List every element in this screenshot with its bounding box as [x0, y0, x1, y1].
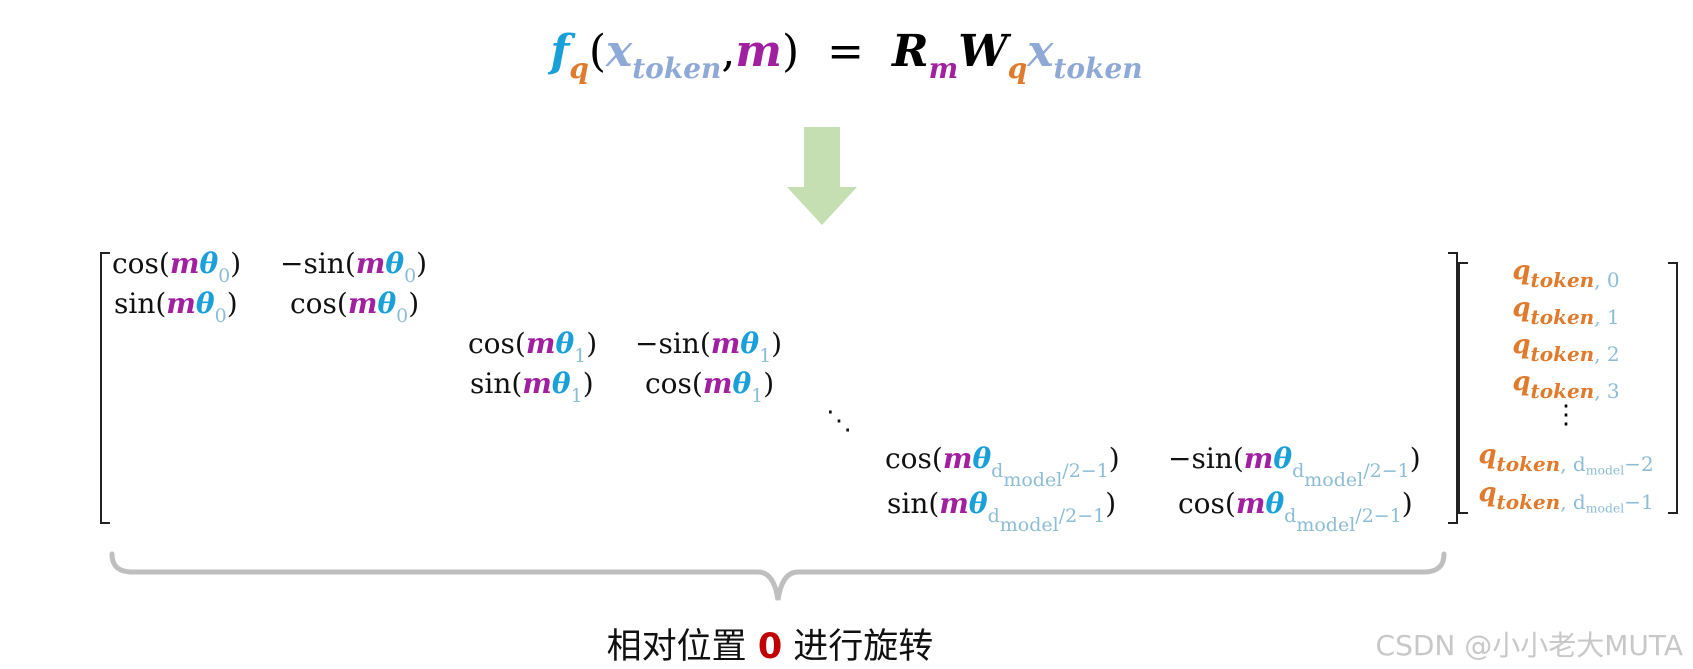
matrix-diagonal-dots: ⋱: [826, 406, 852, 436]
caption-text-before: 相对位置: [606, 627, 758, 667]
matrix-cell-cos0-b: cos(mθ0): [290, 287, 420, 327]
formula-R: R: [892, 26, 929, 77]
matrix-cell-cos0-a: cos(mθ0): [112, 247, 242, 287]
formula-x2: x: [1027, 26, 1054, 77]
under-brace: [109, 551, 1447, 601]
matrix-cell-negsinlast: −sin(mθdmodel/2−1): [1168, 442, 1421, 491]
formula-x-sub-token: token: [632, 52, 722, 85]
vector-entry-d-minus-1: qtoken, dmodel−1: [1478, 478, 1654, 516]
formula-f-sub-q: q: [569, 52, 589, 85]
vector-vertical-dots: ⋮: [1553, 400, 1579, 430]
formula-W: W: [958, 26, 1008, 77]
formula-m: m: [735, 26, 782, 77]
matrix-cell-cos1-a: cos(mθ1): [468, 327, 598, 367]
vector-right-bracket: [1668, 262, 1678, 514]
matrix-cell-sinlast: sin(mθdmodel/2−1): [887, 487, 1117, 536]
vector-entry-0: qtoken, 0: [1512, 256, 1620, 292]
formula-f: f: [550, 26, 570, 77]
formula-open-paren: (: [588, 26, 606, 77]
vector-entry-2: qtoken, 2: [1512, 330, 1620, 366]
caption-zero: 0: [757, 627, 783, 667]
matrix-cell-negsin1: −sin(mθ1): [635, 327, 783, 367]
rope-formula: fq(xtoken,m) = RmWqxtoken: [0, 26, 1693, 85]
formula-x2-sub-token: token: [1053, 52, 1143, 85]
formula-W-sub-q: q: [1007, 52, 1028, 85]
down-arrow-icon: [787, 127, 857, 225]
vector-entry-3: qtoken, 3: [1512, 367, 1620, 403]
matrix-cell-coslast-b: cos(mθdmodel/2−1): [1178, 487, 1413, 536]
matrix-right-bracket: [1448, 252, 1458, 524]
vector-left-bracket: [1458, 262, 1468, 514]
matrix-left-bracket: [100, 252, 110, 524]
formula-close-paren: ): [781, 26, 800, 77]
matrix-cell-sin1: sin(mθ1): [470, 367, 594, 407]
matrix-cell-sin0: sin(mθ0): [114, 287, 238, 327]
matrix-cell-cos1-b: cos(mθ1): [645, 367, 775, 407]
formula-comma: ,: [721, 26, 736, 77]
caption-text-after: 进行旋转: [782, 627, 934, 667]
watermark: CSDN @小小老大MUTA: [1375, 629, 1683, 662]
formula-x: x: [606, 26, 633, 77]
formula-R-sub-m: m: [928, 52, 959, 85]
caption: 相对位置 0 进行旋转: [0, 618, 1540, 669]
formula-equals: =: [827, 26, 865, 77]
vector-entry-d-minus-2: qtoken, dmodel−2: [1478, 440, 1654, 478]
matrix-cell-negsin0: −sin(mθ0): [280, 247, 428, 287]
vector-entry-1: qtoken, 1: [1512, 293, 1620, 329]
matrix-cell-coslast-a: cos(mθdmodel/2−1): [885, 442, 1120, 491]
